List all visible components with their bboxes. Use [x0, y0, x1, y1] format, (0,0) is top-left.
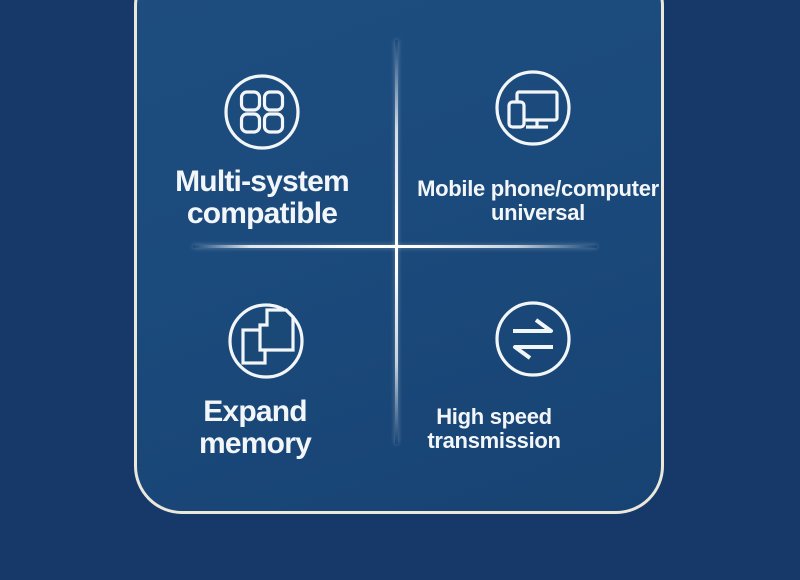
feature-line: compatible: [186, 197, 338, 230]
feature-line: Mobile phone/computer: [417, 176, 659, 201]
feature-title-high-speed: High speed transmission: [364, 405, 624, 453]
transfer-arrows-icon: [493, 299, 573, 379]
feature-line: transmission: [427, 428, 561, 453]
feature-line: memory: [199, 427, 312, 460]
memory-cards-icon: [226, 301, 306, 381]
feature-line: Expand: [203, 395, 307, 428]
feature-card: [134, 0, 664, 514]
feature-line: universal: [491, 200, 585, 225]
phone-computer-icon: [493, 68, 573, 148]
feature-title-expand-memory: Expand memory: [125, 396, 385, 460]
feature-title-universal: Mobile phone/computer universal: [398, 177, 678, 225]
app-grid-icon: [222, 72, 302, 152]
feature-line: High speed: [436, 404, 552, 429]
feature-line: Multi-system: [175, 165, 350, 198]
feature-title-multi-system: Multi-system compatible: [132, 166, 392, 230]
divider-vertical: [395, 40, 398, 444]
